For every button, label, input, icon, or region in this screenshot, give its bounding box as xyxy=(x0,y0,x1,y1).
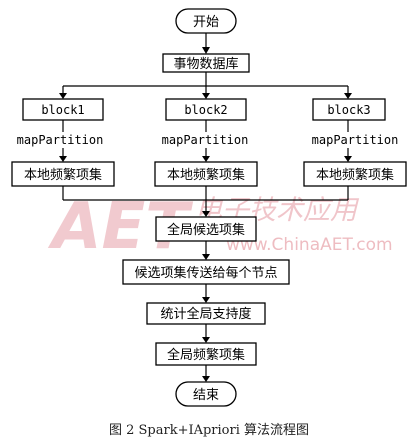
global-candidate-node: 全局候选项集 xyxy=(155,216,257,242)
count-support-node: 统计全局支持度 xyxy=(146,302,266,325)
local-frequent-label-2: 本地频繁项集 xyxy=(167,167,245,183)
watermark-url: www.ChinaAET.com xyxy=(226,235,393,255)
local-frequent-node-1: 本地频繁项集 xyxy=(11,161,115,187)
start-node: 开始 xyxy=(175,8,237,34)
figure-caption: 图 2 Spark+IApriori 算法流程图 xyxy=(109,423,309,438)
local-frequent-label-1: 本地频繁项集 xyxy=(24,167,102,183)
map-partition-label-2: mapPartition xyxy=(162,133,249,147)
database-label: 事物数据库 xyxy=(173,56,238,72)
global-frequent-node: 全局频繁项集 xyxy=(155,342,257,366)
map-partition-label-3: mapPartition xyxy=(312,133,399,147)
global-frequent-label: 全局频繁项集 xyxy=(167,347,245,363)
map-partition-label-1: mapPartition xyxy=(17,133,104,147)
count-support-label: 统计全局支持度 xyxy=(160,306,251,322)
local-frequent-node-2: 本地频繁项集 xyxy=(154,161,258,187)
broadcast-label: 候选项集传送给每个节点 xyxy=(134,265,277,281)
end-label: 结束 xyxy=(193,388,219,403)
block3-label: block3 xyxy=(327,103,370,117)
connectors xyxy=(59,33,352,382)
block1-node: block1 xyxy=(22,98,104,121)
global-candidate-label: 全局候选项集 xyxy=(167,222,245,238)
database-node: 事物数据库 xyxy=(162,53,250,73)
start-label: 开始 xyxy=(193,15,219,30)
block2-node: block2 xyxy=(165,98,247,121)
block1-label: block1 xyxy=(41,103,84,117)
block3-node: block3 xyxy=(312,98,386,121)
end-node: 结束 xyxy=(175,381,237,407)
broadcast-node: 候选项集传送给每个节点 xyxy=(122,259,290,285)
local-frequent-label-3: 本地频繁项集 xyxy=(316,167,394,183)
local-frequent-node-3: 本地频繁项集 xyxy=(303,161,407,187)
block2-label: block2 xyxy=(184,103,227,117)
